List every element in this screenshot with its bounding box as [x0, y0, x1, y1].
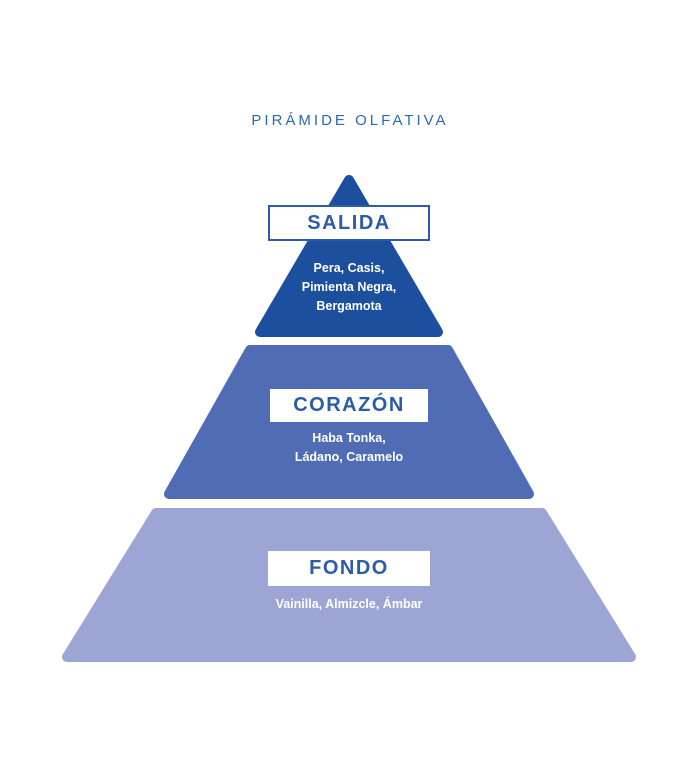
tier-label-corazon: CORAZÓN [293, 394, 405, 416]
tier-notes-fondo: Vainilla, Almizcle, Ámbar [199, 595, 499, 614]
tier-label-salida: SALIDA [307, 211, 391, 234]
tier-label-fondo: FONDO [309, 557, 389, 579]
tier-label-box-fondo: FONDO [268, 551, 430, 586]
pyramid-tier-top-shape [255, 175, 443, 337]
tier-label-box-corazon: CORAZÓN [270, 389, 428, 422]
pyramid-tier-middle-shape [164, 345, 534, 499]
note-line: Pimienta Negra, [301, 280, 397, 294]
note-line: Ládano, Caramelo [294, 450, 404, 464]
note-line: Bergamota [316, 299, 382, 313]
page-title: PIRÁMIDE OLFATIVA [251, 112, 449, 129]
note-line: Pera, Casis, [313, 261, 385, 275]
tier-label-box-salida: SALIDA [268, 205, 430, 241]
note-line: Vainilla, Almizcle, Ámbar [275, 597, 423, 611]
note-line: Haba Tonka, [312, 431, 386, 445]
tier-notes-salida: Pera, Casis, Pimienta Negra, Bergamota [249, 259, 449, 316]
tier-notes-corazon: Haba Tonka, Ládano, Caramelo [249, 429, 449, 467]
